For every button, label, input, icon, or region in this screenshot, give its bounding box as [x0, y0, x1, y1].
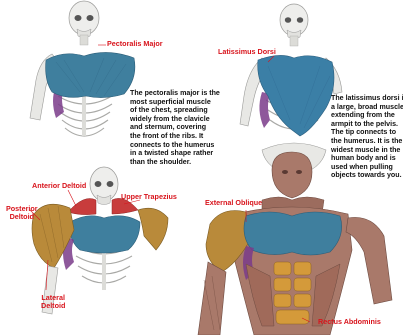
rectus-abdominis-label: Rectus Abdominis — [318, 318, 381, 326]
external-oblique-label: External Oblique — [205, 199, 262, 207]
